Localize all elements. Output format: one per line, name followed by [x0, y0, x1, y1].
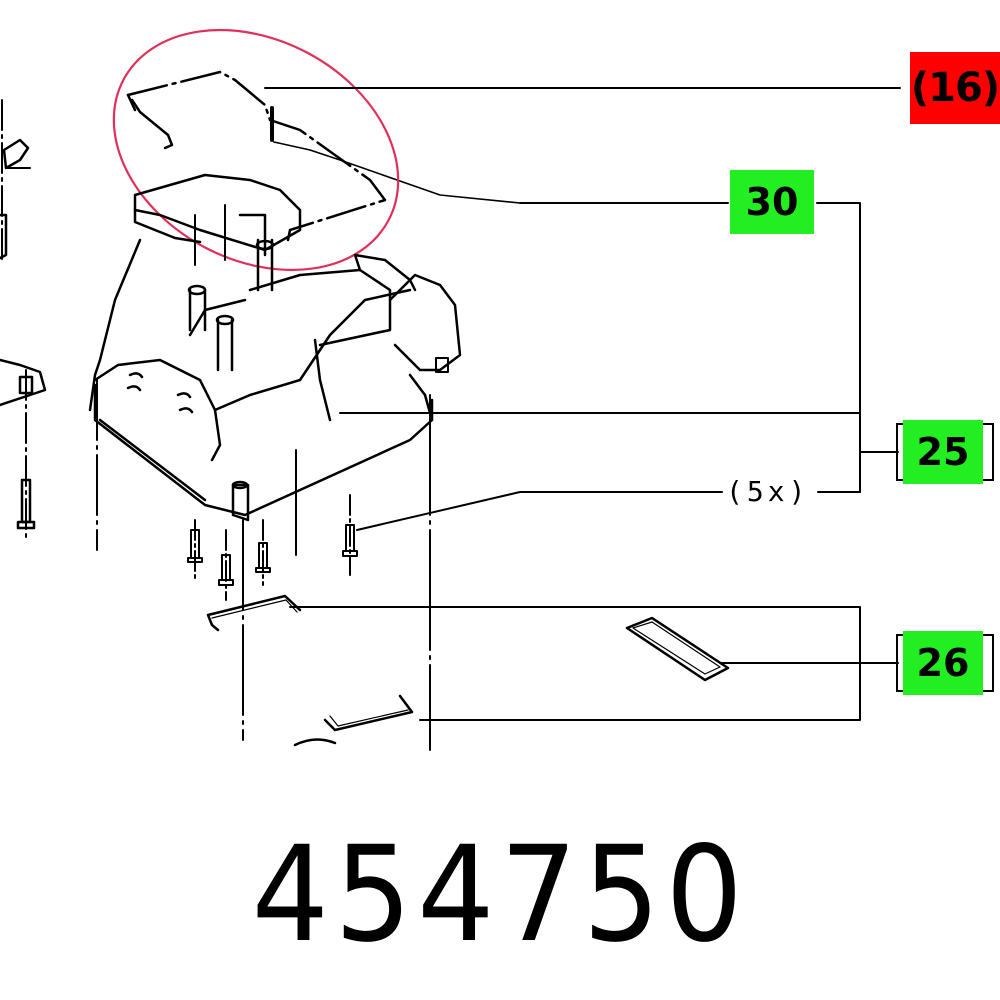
leader-lines [264, 87, 901, 721]
left-partial-parts [0, 99, 98, 551]
callout-16-text: (16) [910, 65, 1000, 111]
callout-26[interactable]: 26 [903, 631, 983, 695]
callout-30[interactable]: 30 [730, 170, 814, 234]
callout-30-text: 30 [745, 180, 799, 224]
callout-16[interactable]: (16) [910, 52, 1000, 124]
quantity-note: (5x) [724, 475, 812, 508]
highlight-ellipse [112, 28, 400, 272]
assembly-axis-lines [242, 394, 431, 751]
callout-25[interactable]: 25 [903, 420, 983, 484]
part-number-title: 454750 [251, 818, 749, 972]
callout-26-text: 26 [916, 641, 970, 685]
screws-5x [187, 494, 358, 601]
handle-bracket-part-16 [126, 70, 521, 242]
clip-parts-26 [206, 594, 730, 747]
callout-25-text: 25 [916, 430, 970, 474]
housing-body-part-25 [88, 173, 462, 522]
